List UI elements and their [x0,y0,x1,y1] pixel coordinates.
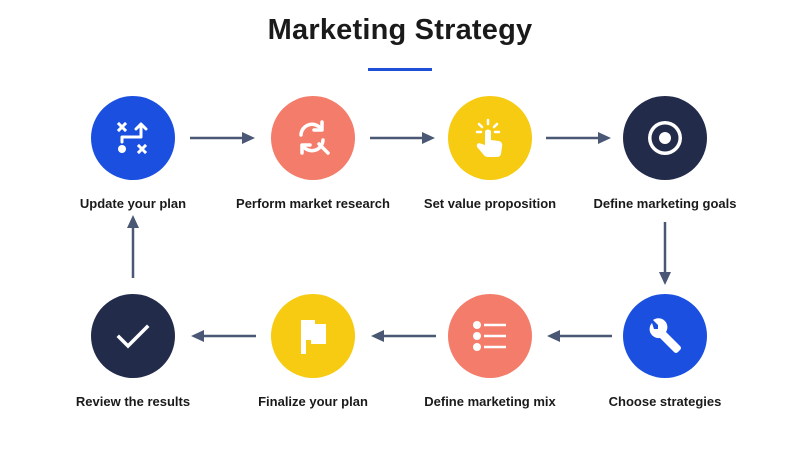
checkmark-icon [91,294,175,378]
step-label: Update your plan [79,196,187,211]
flag-icon [271,294,355,378]
step-label: Set value proposition [423,196,557,211]
arrow-right-icon [546,131,612,145]
page-title: Marketing Strategy [267,14,533,46]
refresh-search-icon [271,96,355,180]
step-label: Define marketing goals [593,196,737,211]
wrench-icon [623,294,707,378]
arrow-right-icon [370,131,436,145]
tap-hand-icon [448,96,532,180]
arrow-up-icon [126,214,140,278]
arrow-left-icon [190,329,256,343]
step-label: Review the results [75,394,191,409]
arrow-left-icon [546,329,612,343]
list-icon [448,294,532,378]
arrow-right-icon [190,131,256,145]
step-label: Perform market research [236,196,390,211]
arrow-down-icon [658,222,672,286]
target-icon [623,96,707,180]
title-underline [368,68,432,71]
step-label: Choose strategies [608,394,722,409]
step-label: Finalize your plan [258,394,368,409]
step-label: Define marketing mix [424,394,556,409]
arrow-left-icon [370,329,436,343]
strategy-play-icon [91,96,175,180]
